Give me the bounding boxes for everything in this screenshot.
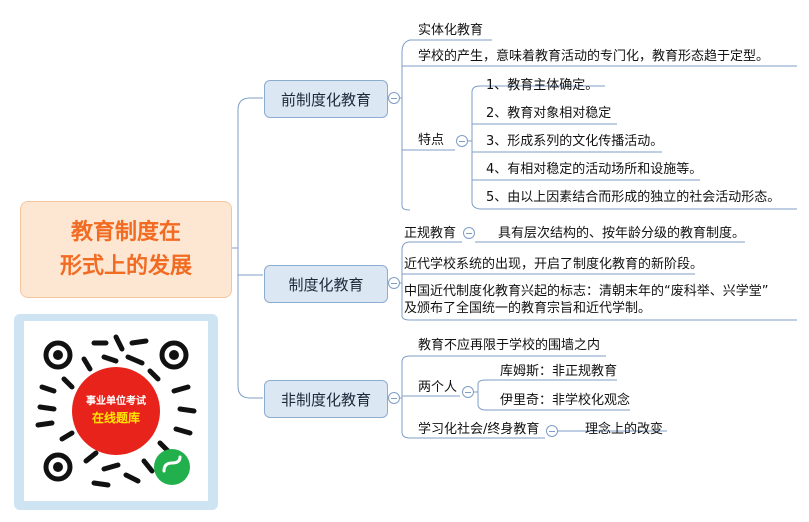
node-modern-school-system[interactable]: 近代学校系统的出现，开启了制度化教育的新阶段。 [404,257,704,272]
branch-non-institutional[interactable]: 非制度化教育 [264,380,388,418]
node-school-emergence[interactable]: 学校的产生，意味着教育活动的专门化，教育形态趋于定型。 [418,49,770,64]
node-concept-change[interactable]: 理念上的改变 [585,422,664,437]
node-coombs[interactable]: 库姆斯：非正规教育 [500,364,618,379]
branch-label: 非制度化教育 [280,390,371,409]
node-learning-society[interactable]: 学习化社会/终身教育 [418,422,540,437]
collapse-icon[interactable] [462,386,474,398]
collapse-icon[interactable] [463,227,475,239]
feature-item[interactable]: 1、教育主体确定。 [486,78,599,93]
collapse-icon[interactable] [456,135,468,147]
collapse-icon[interactable] [388,392,400,404]
branch-institutional[interactable]: 制度化教育 [264,265,388,303]
root-title: 教育制度在 形式上的发展 [59,219,192,279]
node-illich[interactable]: 伊里奇：非学校化观念 [500,393,631,408]
node-beyond-school-walls[interactable]: 教育不应再限于学校的围墙之内 [418,338,601,353]
qr-pattern-icon [35,334,197,488]
node-features[interactable]: 特点 [418,133,445,148]
collapse-icon[interactable] [546,425,558,437]
node-formal-description[interactable]: 具有层次结构的、按年龄分级的教育制度。 [498,226,746,241]
node-formal-education[interactable]: 正规教育 [404,226,457,241]
node-china-modern-line2[interactable]: 及颁布了全国统一的教育宗旨和近代学制。 [404,301,652,316]
qr-line1: 事业单位考试 [86,396,146,407]
feature-item[interactable]: 5、由以上因素结合而形成的独立的社会活动形态。 [486,190,781,205]
collapse-icon[interactable] [388,277,400,289]
feature-item[interactable]: 4、有相对稳定的活动场所和设施等。 [486,162,703,177]
collapse-icon[interactable] [388,92,400,104]
branch-pre-institutional[interactable]: 前制度化教育 [264,80,388,118]
root-node[interactable]: 教育制度在 形式上的发展 [20,201,232,298]
qr-code[interactable]: 事业单位考试 在线题库 [24,321,208,501]
branch-label: 前制度化教育 [280,90,371,109]
branch-label: 制度化教育 [288,275,364,294]
feature-item[interactable]: 2、教育对象相对稳定 [486,106,612,121]
node-entity-education[interactable]: 实体化教育 [418,23,484,38]
node-two-people[interactable]: 两个人 [418,380,458,395]
feature-item[interactable]: 3、形成系列的文化传播活动。 [486,134,664,149]
qr-line2: 在线题库 [91,411,140,425]
node-china-modern-line1[interactable]: 中国近代制度化教育兴起的标志：清朝末年的“废科举、兴学堂” [404,284,769,299]
